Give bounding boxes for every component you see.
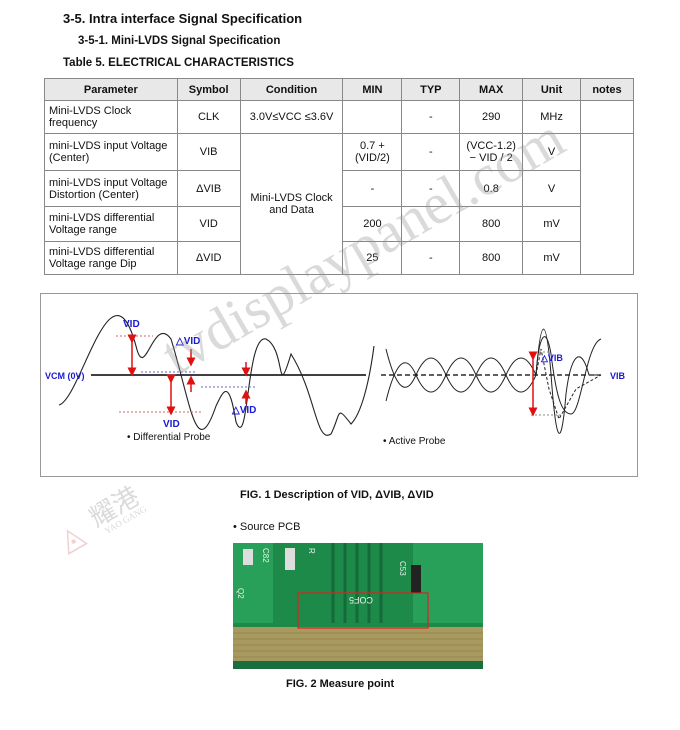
symbol-cell: VIB	[176, 133, 241, 171]
typ-cell: -	[401, 241, 461, 275]
header-cell: Unit	[522, 78, 581, 101]
header-cell: Condition	[239, 78, 344, 101]
min-cell: 25	[342, 241, 403, 275]
figure2-caption: FIG. 2 Measure point	[286, 678, 395, 690]
table-row: mini-LVDS input Voltage (Center) VIB Min…	[44, 133, 634, 275]
header-cell: MIN	[342, 78, 403, 101]
table-row: mini-LVDS differential Voltage range Dip…	[44, 241, 634, 275]
pcb-label: C53	[398, 561, 407, 576]
parameter-cell: mini-LVDS differential Voltage range	[44, 206, 178, 242]
header-cell: Symbol	[176, 78, 241, 101]
header-cell: TYP	[401, 78, 461, 101]
max-cell: (VCC-1.2) − VID / 2	[459, 133, 524, 171]
watermark-logo-cn: 耀港	[84, 481, 145, 533]
vcm-label: VCM (0V)	[45, 371, 85, 381]
table-row: mini-LVDS differential Voltage range VID…	[44, 206, 634, 242]
dvid-top-label: △VID	[175, 336, 200, 347]
vid-top-label: VID	[123, 319, 140, 330]
min-cell: -	[342, 170, 403, 207]
typ-cell	[401, 206, 461, 242]
condition-cell: 3.0V≤VCC ≤3.6V	[239, 100, 344, 134]
unit-cell: MHz	[522, 100, 581, 134]
table-header-row: Parameter Symbol Condition MIN TYP MAX U…	[44, 78, 634, 101]
differential-probe-label: • Differential Probe	[127, 432, 211, 443]
symbol-cell: VID	[176, 206, 241, 242]
header-cell: MAX	[459, 78, 524, 101]
figure1-caption: FIG. 1 Description of VID, ΔVIB, ΔVID	[240, 489, 434, 501]
condition-cell: Mini-LVDS Clock and Data	[239, 133, 344, 275]
table-row: Mini-LVDS Clock frequency CLK 3.0V≤VCC ≤…	[44, 100, 634, 134]
pcb-label: R	[307, 548, 316, 554]
notes-cell	[580, 100, 634, 134]
unit-cell: V	[522, 170, 581, 207]
max-cell: 800	[459, 241, 524, 275]
max-cell: 290	[459, 100, 524, 134]
signal-waveform-figure: VID △VID VCM (0V) VID △VID △VIB VIB • Di…	[40, 293, 638, 477]
min-cell	[342, 100, 403, 134]
symbol-cell: ΔVID	[176, 241, 241, 275]
min-cell: 0.7 + (VID/2)	[342, 133, 403, 171]
section-heading: 3-5. Intra interface Signal Specificatio…	[63, 11, 303, 26]
pcb-label: COF5	[349, 595, 373, 605]
table-title: Table 5. ELECTRICAL CHARACTERISTICS	[63, 57, 294, 69]
pcb-label: C82	[261, 548, 270, 563]
table-row: mini-LVDS input Voltage Distortion (Cent…	[44, 170, 634, 207]
unit-cell: mV	[522, 241, 581, 275]
typ-cell: -	[401, 170, 461, 207]
pcb-photo: COF5 C82 R C53 Q2	[233, 543, 483, 669]
typ-cell: -	[401, 100, 461, 134]
parameter-cell: mini-LVDS differential Voltage range Dip	[44, 241, 178, 275]
header-cell: Parameter	[44, 78, 178, 101]
unit-cell: mV	[522, 206, 581, 242]
measure-point-box	[297, 592, 429, 629]
waveform-diagram: VID △VID VCM (0V) VID △VID △VIB VIB • Di…	[45, 314, 626, 447]
active-probe-label: • Active Probe	[383, 436, 446, 447]
min-cell: 200	[342, 206, 403, 242]
max-cell: 800	[459, 206, 524, 242]
watermark-logo-en: YAO GANG	[102, 503, 149, 536]
header-cell: notes	[580, 78, 634, 101]
max-cell: 0.8	[459, 170, 524, 207]
symbol-cell: ΔVIB	[176, 170, 241, 207]
vid-bottom-label: VID	[163, 419, 180, 430]
parameter-cell: mini-LVDS input Voltage Distortion (Cent…	[44, 170, 178, 207]
differential-waveform	[58, 314, 375, 436]
dvid-bottom-label: △VID	[231, 405, 256, 416]
source-pcb-label: • Source PCB	[233, 521, 301, 533]
pcb-label: Q2	[236, 588, 245, 599]
electrical-characteristics-table: Parameter Symbol Condition MIN TYP MAX U…	[44, 78, 634, 275]
vib-label: VIB	[610, 371, 626, 381]
unit-cell: V	[522, 133, 581, 171]
symbol-cell: CLK	[176, 100, 241, 134]
subsection-heading: 3-5-1. Mini-LVDS Signal Specification	[78, 35, 281, 47]
parameter-cell: mini-LVDS input Voltage (Center)	[44, 133, 178, 171]
dvib-label: △VIB	[540, 353, 563, 363]
parameter-cell: Mini-LVDS Clock frequency	[44, 100, 178, 134]
notes-cell	[580, 133, 634, 275]
active-probe-waveform	[535, 328, 601, 434]
typ-cell: -	[401, 133, 461, 171]
